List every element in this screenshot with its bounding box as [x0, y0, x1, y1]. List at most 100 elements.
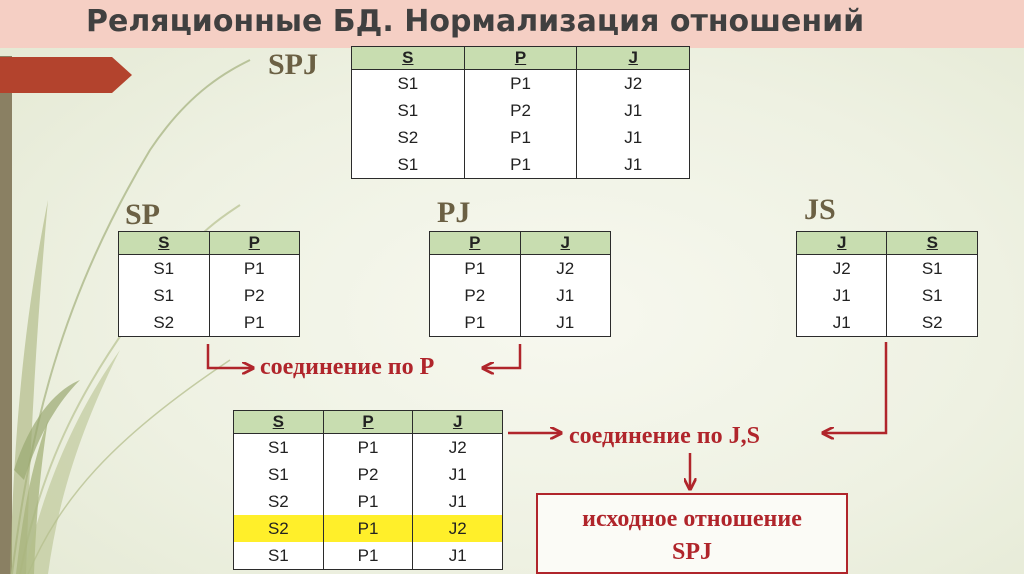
table-row: J2 S1	[795, 254, 978, 282]
column-header: P	[322, 410, 414, 434]
table-cell: S2	[886, 309, 978, 337]
table-row: S1 P1 J2	[233, 433, 503, 461]
table-cell: J1	[576, 151, 690, 179]
column-header: S	[118, 231, 210, 255]
slide-title: Реляционные БД. Нормализация отношений	[86, 4, 865, 39]
table-row: S1 P2	[118, 282, 300, 309]
result-line1: исходное отношение	[582, 506, 802, 532]
table-header-row: S P J	[351, 46, 690, 70]
decor-grass	[10, 59, 251, 574]
table-cell: P2	[208, 282, 300, 309]
table-cell: P1	[463, 151, 578, 179]
column-header: S	[886, 231, 978, 255]
table-sp: S P S1 P1 S1 P2 S2 P1	[118, 231, 300, 337]
table-cell: J1	[412, 461, 503, 488]
table-cell: P2	[429, 282, 521, 309]
table-cell: J1	[795, 282, 888, 309]
result-box: исходное отношение SPJ	[536, 493, 848, 574]
table-pj: P J P1 J2 P2 J1 P1 J1	[429, 231, 612, 337]
table-header-row: P J	[429, 231, 612, 255]
table-cell: P1	[208, 254, 300, 282]
note-join-js: соединение по J,S	[569, 423, 760, 449]
table-cell: S1	[233, 433, 324, 461]
table-cell: J2	[412, 515, 503, 542]
table-cell: P1	[463, 124, 578, 151]
result-line2: SPJ	[671, 539, 712, 565]
table-cell: J2	[519, 254, 612, 282]
table-cell: S1	[886, 282, 978, 309]
column-header: S	[351, 46, 465, 70]
table-cell: S2	[351, 124, 465, 151]
column-header: P	[463, 46, 578, 70]
table-row: P1 J1	[429, 309, 612, 337]
table-row-highlighted: S2 P1 J2	[233, 515, 503, 542]
table-cell: S1	[351, 151, 465, 179]
table-cell: S1	[351, 69, 465, 97]
table-cell: P1	[429, 309, 521, 337]
table-row: S1 P1 J1	[351, 151, 690, 179]
column-header: S	[233, 410, 324, 434]
table-cell: P1	[463, 69, 578, 97]
table-joined: S P J S1 P1 J2 S1 P2 J1 S2 P1 J1 S2 P1 J…	[233, 410, 503, 570]
table-cell: J1	[412, 542, 503, 570]
table-cell: J1	[519, 282, 612, 309]
label-spj: SPJ	[268, 48, 319, 81]
table-cell: S1	[118, 254, 210, 282]
table-cell: J2	[795, 254, 888, 282]
title-bar	[0, 0, 1024, 48]
note-join-p: соединение по P	[260, 354, 435, 380]
table-cell: J1	[576, 97, 690, 124]
arrow-pj-to-join	[484, 344, 522, 368]
table-row: S2 P1 J1	[233, 488, 503, 515]
table-row: S1 P1	[118, 254, 300, 282]
table-cell: P1	[322, 488, 414, 515]
table-row: S1 P1 J1	[233, 542, 503, 570]
table-row: S1 P1 J2	[351, 69, 690, 97]
table-cell: J1	[412, 488, 503, 515]
table-cell: P2	[322, 461, 414, 488]
table-header-row: S P	[118, 231, 300, 255]
table-cell: P2	[463, 97, 578, 124]
column-header: J	[576, 46, 690, 70]
table-row: S1 P2 J1	[351, 97, 690, 124]
table-row: J1 S1	[795, 282, 978, 309]
table-header-row: J S	[795, 231, 978, 255]
table-header-row: S P J	[233, 410, 503, 434]
column-header: J	[795, 231, 888, 255]
table-cell: P1	[208, 309, 300, 337]
column-header: P	[208, 231, 300, 255]
table-cell: S1	[351, 97, 465, 124]
table-cell: P1	[322, 433, 414, 461]
table-row: P2 J1	[429, 282, 612, 309]
table-cell: J1	[576, 124, 690, 151]
table-cell: S1	[233, 461, 324, 488]
label-pj: PJ	[437, 196, 471, 229]
decor-stick	[0, 56, 12, 574]
table-cell: J2	[576, 69, 690, 97]
table-cell: J1	[795, 309, 888, 337]
table-cell: S2	[118, 309, 210, 337]
table-row: J1 S2	[795, 309, 978, 337]
table-cell: J1	[519, 309, 612, 337]
table-cell: J2	[412, 433, 503, 461]
table-cell: S2	[233, 488, 324, 515]
table-row: S1 P2 J1	[233, 461, 503, 488]
table-row: P1 J2	[429, 254, 612, 282]
table-spj: S P J S1 P1 J2 S1 P2 J1 S2 P1 J1 S1 P1 J…	[351, 46, 690, 179]
label-js: JS	[804, 193, 836, 226]
table-cell: P1	[429, 254, 521, 282]
table-cell: P1	[322, 515, 414, 542]
table-js: J S J2 S1 J1 S1 J1 S2	[795, 231, 978, 337]
column-header: J	[519, 231, 612, 255]
column-header: J	[412, 410, 503, 434]
arrow-js-to-note	[824, 342, 888, 433]
table-cell: S1	[886, 254, 978, 282]
column-header: P	[429, 231, 521, 255]
table-row: S2 P1 J1	[351, 124, 690, 151]
table-row: S2 P1	[118, 309, 300, 337]
table-cell: S1	[233, 542, 324, 570]
label-sp: SP	[125, 198, 161, 231]
table-cell: S2	[233, 515, 324, 542]
table-cell: P1	[322, 542, 414, 570]
decor-flag	[0, 57, 132, 93]
